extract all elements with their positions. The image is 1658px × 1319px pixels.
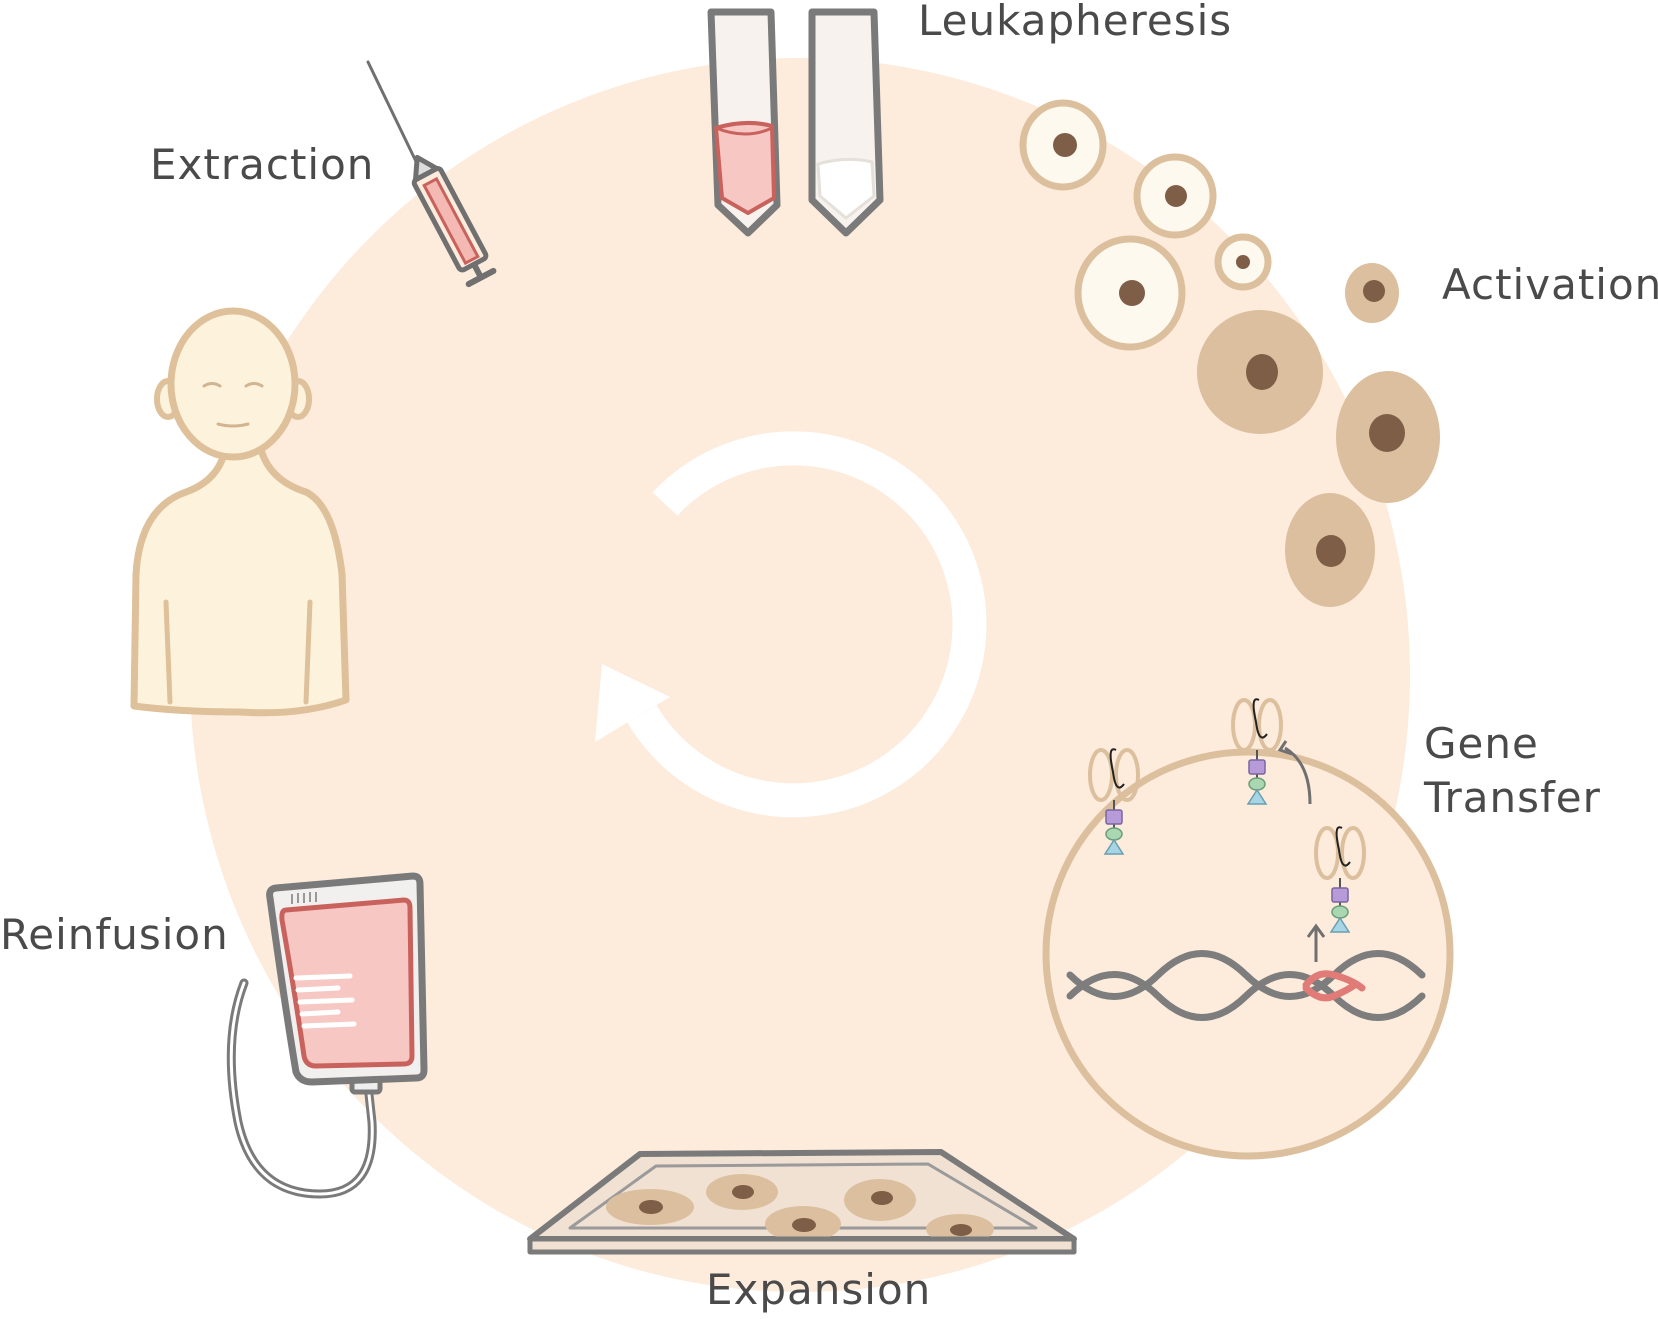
gene-transfer-cell [1042,698,1454,1160]
transport-arrow-icon [1277,740,1312,805]
t-cell-icon [706,1174,778,1210]
iv-bag-icon [226,872,428,1199]
t-cell-icon [1336,371,1440,503]
t-cell-icon [765,1206,841,1242]
car-receptor-icon [1231,698,1283,805]
label-expansion: Expansion [706,1265,932,1314]
patient-icon [130,307,350,717]
t-cell-icon [1074,235,1186,351]
t-cell-icon [844,1179,916,1221]
label-activation: Activation [1442,260,1658,309]
label-leukapheresis: Leukapheresis [918,0,1233,45]
t-cell-icon [606,1189,694,1225]
t-cell-icon [1133,153,1217,239]
car-receptor-icon [1314,826,1366,933]
blood-tube [707,8,781,237]
dna-helix-icon [1066,950,1426,1021]
t-cell-group [1019,99,1440,607]
t-cell-icon [1345,263,1399,323]
cycle-arrow-icon [595,431,987,818]
t-cell-icon [1019,99,1107,191]
expression-arrow-icon [1306,923,1326,962]
t-cell-icon [1285,493,1375,607]
syringe-icon [366,60,497,288]
label-gene-transfer-line2: Transfer [1424,773,1601,822]
plasma-tube [808,8,884,237]
label-extraction: Extraction [150,140,375,189]
label-reinfusion: Reinfusion [0,910,229,959]
t-cell-icon [1214,233,1272,291]
test-tubes-icon [707,8,884,237]
t-cell-icon [1197,310,1323,434]
label-gene-transfer: Gene Transfer [1424,717,1601,825]
car-receptor-icon [1088,748,1140,855]
cell-membrane-icon [1042,748,1454,1160]
label-gene-transfer-line1: Gene [1424,719,1539,768]
culture-tray-icon [527,1149,1077,1255]
